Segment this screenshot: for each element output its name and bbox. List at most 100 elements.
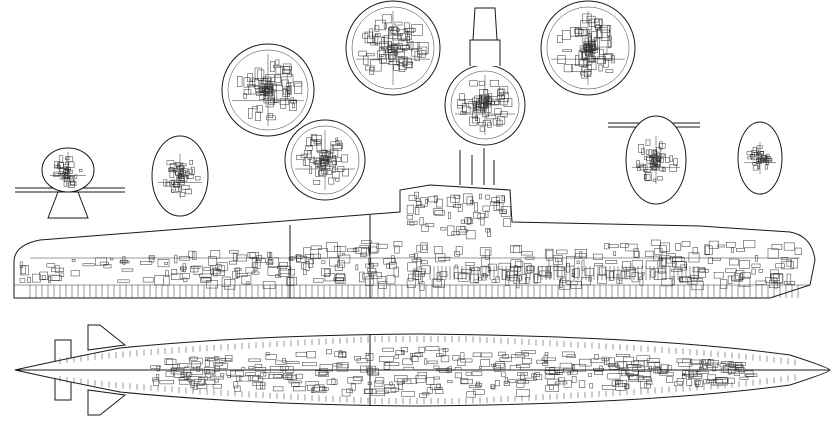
compartment-equipment [615,354,631,357]
compartment-equipment [342,351,347,359]
compartment-equipment [578,380,586,388]
equipment [631,260,643,269]
equipment [755,280,767,285]
equipment [495,276,500,283]
section-equipment [313,179,321,185]
sail-equipment [503,218,511,227]
equipment [705,245,713,256]
equipment [534,273,538,284]
section-equipment [384,41,392,48]
compartment-equipment [331,378,336,385]
compartment-equipment [151,377,160,382]
compartment-equipment [744,373,755,377]
compartment-equipment [268,374,282,379]
compartment-equipment [703,379,710,385]
sail-equipment [496,195,505,203]
equipment [378,281,387,289]
equipment [418,273,423,284]
section-equipment [327,157,336,167]
equipment [755,255,758,262]
equipment [739,259,750,269]
equipment [514,265,518,276]
equipment [190,266,199,273]
equipment [247,252,259,258]
section-equipment [263,87,270,94]
compartment-equipment [706,362,719,368]
sail-equipment [425,223,435,227]
section-equipment [404,22,410,32]
compartment-equipment [196,383,208,389]
compartment-equipment [364,389,373,394]
equipment [288,256,294,261]
equipment [48,276,51,283]
section-equipment [328,161,337,166]
section-equipment [397,57,405,63]
section-equipment [394,45,398,56]
equipment [210,250,221,259]
section-equipment [375,19,386,31]
section-equipment [641,148,645,155]
equipment [481,256,490,267]
sail-equipment [460,219,465,224]
compartment-equipment [460,352,465,360]
equipment [725,268,737,273]
compartment-equipment [480,352,493,358]
section-equipment [336,157,342,162]
equipment [335,277,344,283]
section-equipment [598,64,603,72]
equipment [362,273,374,280]
equipment [333,245,347,252]
compartment-equipment [490,384,495,389]
compartment-equipment [707,359,711,365]
equipment [436,272,442,282]
compartment-equipment [545,384,559,392]
section-equipment [605,69,614,73]
equipment [660,242,670,252]
compartment-equipment [288,380,302,384]
compartment-equipment [525,377,537,381]
equipment [674,261,687,269]
equipment [394,245,400,254]
section-equipment [393,63,400,71]
compartment-equipment [686,379,693,386]
compartment-equipment [501,371,506,378]
section-equipment [480,102,485,113]
section-equipment [638,144,645,153]
section-equipment [293,81,303,87]
compartment-equipment [291,382,300,388]
equipment [478,277,482,281]
sail-equipment [477,213,485,220]
equipment [409,254,416,258]
equipment [720,279,728,289]
equipment [736,248,745,252]
compartment-equipment [739,376,749,380]
section-equipment [760,151,764,155]
section-equipment [185,170,190,176]
sail-equipment [457,203,463,212]
section-equipment [487,96,498,102]
compartment-equipment [633,360,639,366]
compartment-equipment [624,383,629,390]
equipment [360,248,370,256]
equipment [659,255,671,260]
compartment-equipment [695,380,704,387]
section-equipment [600,24,610,33]
section-equipment [373,36,385,44]
compartment-equipment [554,381,568,385]
equipment [376,243,388,249]
equipment [650,239,661,246]
equipment [678,276,691,282]
equipment [287,276,297,286]
compartment-equipment [626,364,638,371]
equipment [413,253,418,259]
section-equipment [294,82,303,94]
sail-equipment [496,200,500,210]
equipment [411,259,423,263]
section-equipment [405,36,411,43]
compartment-equipment [352,376,363,381]
section-equipment [753,152,758,157]
sail-equipment [499,209,507,214]
compartment-equipment [341,388,351,397]
compartment-equipment [213,362,224,367]
section-equipment [275,59,280,66]
